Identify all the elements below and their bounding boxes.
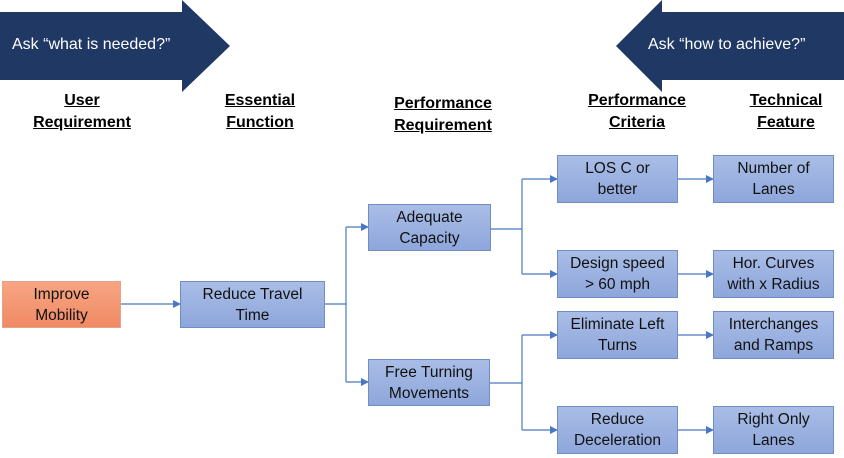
right-arrow-shape (0, 0, 230, 92)
node-design-speed: Design speed> 60 mph (557, 250, 678, 298)
header-essential-function: Essential Function (224, 92, 296, 131)
header-technical-feature: Technical Feature (749, 92, 823, 131)
banner-how-to-achieve: Ask “how to achieve?” (614, 0, 844, 92)
banner-what-is-needed: Ask “what is needed?” (0, 0, 232, 92)
banner-how-to-achieve-text: Ask “how to achieve?” (648, 36, 806, 53)
banner-what-is-needed-text: Ask “what is needed?” (12, 36, 171, 53)
left-arrow-shape (616, 0, 844, 92)
header-performance-requirement: Performance Requirement (394, 95, 492, 134)
header-performance-criteria: Performance Criteria (588, 92, 686, 131)
header-user-requirement: User Requirement (33, 92, 131, 131)
